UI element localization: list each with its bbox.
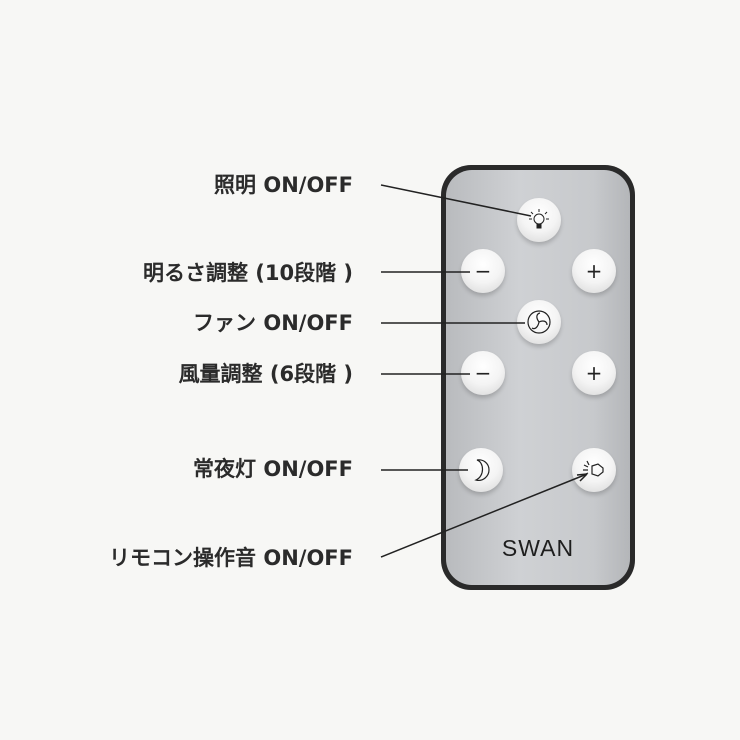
brightness-plus-button[interactable]: + (572, 249, 616, 293)
fan-icon (527, 310, 551, 334)
label-night-light: 常夜灯 ON/OFF (193, 457, 353, 481)
leader-line-light (380, 184, 532, 217)
remote-face: − + − + SWAN (446, 170, 630, 585)
arrow-head-icon (576, 473, 588, 482)
label-fan-speed: 風量調整 (6段階 ) (178, 362, 353, 386)
brightness-minus-button[interactable]: − (461, 249, 505, 293)
leader-line-beep (380, 473, 588, 558)
light-bulb-icon (529, 209, 549, 229)
label-brightness: 明るさ調整 (10段階 ) (142, 261, 353, 285)
label-light: 照明 ON/OFF (214, 173, 353, 197)
speaker-icon (583, 460, 604, 477)
remote-control: − + − + SWAN (441, 165, 635, 590)
brand-logo: SWAN (501, 535, 575, 561)
light-button[interactable] (517, 198, 561, 242)
beep-button[interactable] (572, 448, 616, 492)
fan-button[interactable] (517, 300, 561, 344)
label-fan: ファン ON/OFF (193, 311, 353, 335)
fan-speed-minus-button[interactable]: − (461, 351, 505, 395)
fan-speed-plus-button[interactable]: + (572, 351, 616, 395)
label-beep: リモコン操作音 ON/OFF (109, 546, 353, 570)
moon-icon (474, 459, 490, 481)
